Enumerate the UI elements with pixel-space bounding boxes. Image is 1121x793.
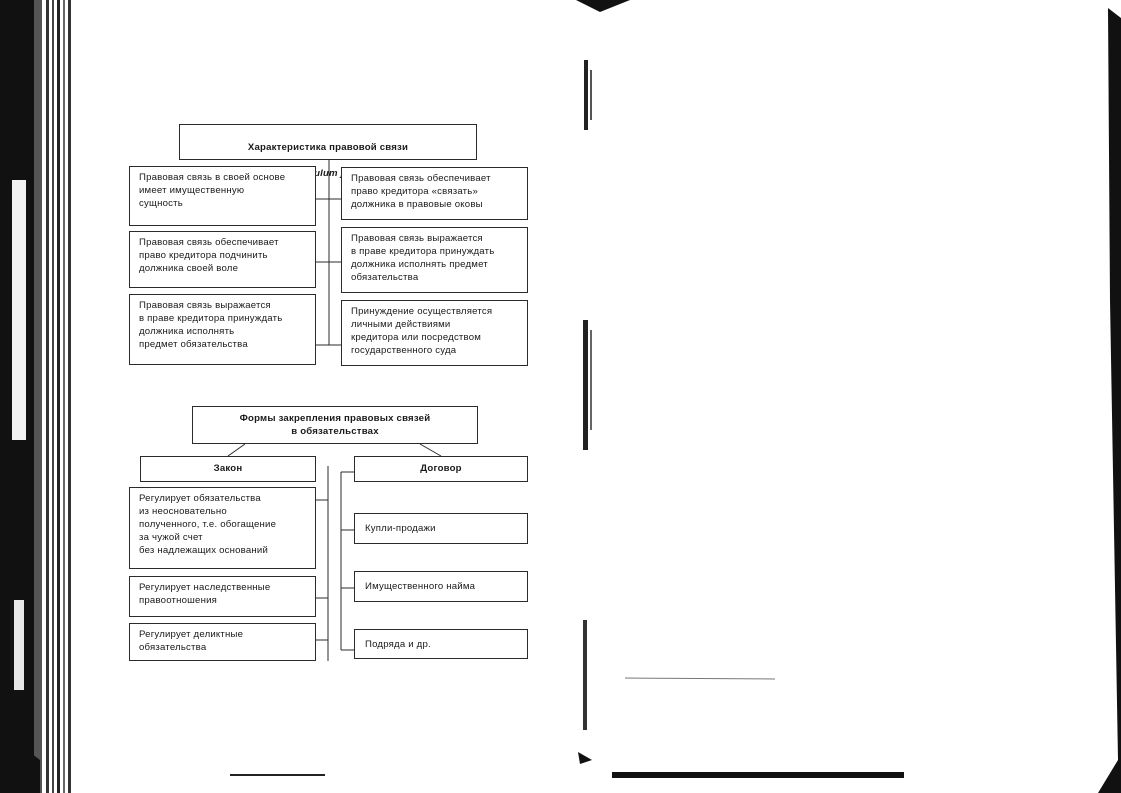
diagram1-left-box-1: Правовая связь в своей основе имеет имущ… (129, 166, 316, 226)
diagram1-title-box: Характеристика правовой связи (vinculum … (179, 124, 477, 179)
diagram1-right-box-1: Правовая связь обеспечивает право кредит… (341, 167, 528, 220)
diagram2-left-header: Закон (140, 456, 316, 482)
diagram2-title: Формы закрепления правовых связей в обяз… (192, 406, 478, 444)
diagram2-right-header: Договор (354, 456, 528, 482)
diagram1-right-box-2: Правовая связь выражается в праве кредит… (341, 227, 528, 293)
diagram2-left-box-2: Регулирует наследственные правоотношения (129, 576, 316, 617)
diagram2-right-box-1: Купли-продажи (354, 513, 528, 544)
diagram2-right-box-3: Подряда и др. (354, 629, 528, 659)
diagram1-left-box-2: Правовая связь обеспечивает право кредит… (129, 231, 316, 288)
diagram2-right-box-2: Имущественного найма (354, 571, 528, 602)
diagram2-left-box-1: Регулирует обязательства из неоснователь… (129, 487, 316, 569)
diagram1-right-box-3: Принуждение осуществляется личными дейст… (341, 300, 528, 366)
diagram1-title: Характеристика правовой связи (247, 142, 409, 153)
diagram2-left-box-3: Регулирует деликтные обязательства (129, 623, 316, 661)
diagram1-left-box-3: Правовая связь выражается в праве кредит… (129, 294, 316, 365)
